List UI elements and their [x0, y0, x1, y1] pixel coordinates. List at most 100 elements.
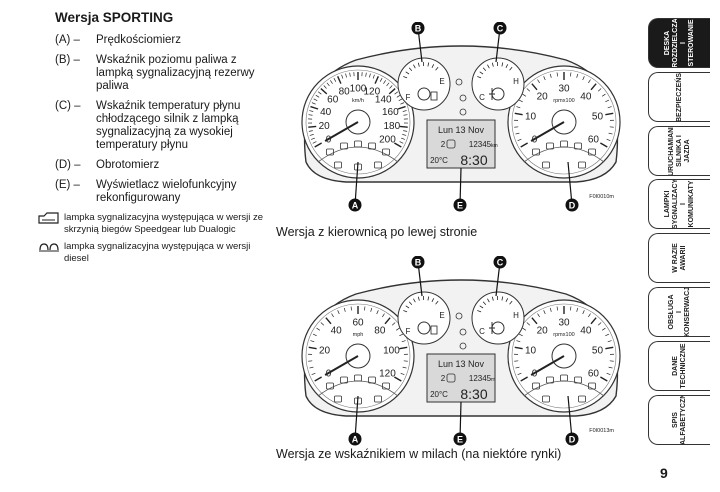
tachometer-tick	[607, 106, 612, 109]
temp-tick	[491, 296, 494, 301]
note-item: lampka sygnalizacyjna występująca w wers…	[38, 241, 268, 264]
figure-caption-miles: Wersja ze wskaźnikiem w milach (na niekt…	[276, 447, 562, 461]
legend-item: (E) –Wyświetlacz wielofunkcyjny rekonfig…	[38, 179, 268, 205]
temp-tick	[482, 67, 487, 71]
figure-code: F0I0010m	[589, 194, 614, 200]
tachometer-unit: rpmx100	[553, 332, 574, 338]
warning-lamp-icon	[574, 376, 582, 384]
speedometer-tick	[388, 88, 396, 95]
indicator-lamp-icon	[459, 328, 467, 336]
callout-letter: E	[457, 201, 463, 211]
speedometer-tick-label: 180	[383, 121, 400, 132]
tachometer-tick	[607, 340, 612, 343]
callout-letter: B	[415, 258, 422, 268]
chapter-tab[interactable]: DANE TECHNICZNE	[648, 340, 710, 391]
tachometer-tick	[601, 327, 606, 331]
chapter-tab[interactable]: OBSŁUGA I KONSERWACJA	[648, 286, 710, 337]
callout-marker	[453, 432, 467, 446]
speedometer-tick	[349, 72, 351, 77]
chapter-tab-label: DANE TECHNICZNE	[671, 343, 687, 389]
warning-lamp-icon	[326, 148, 334, 156]
tachometer-tick	[522, 93, 527, 97]
speedometer-tick-label: 80	[339, 86, 351, 97]
tachometer-tick	[531, 83, 538, 91]
speedometer-tick	[386, 82, 390, 87]
chapter-tab[interactable]: URUCHAMIANIE SILNIKA I JAZDA	[648, 125, 710, 176]
tachometer-tick	[606, 138, 611, 142]
figure-code: F0I0013m	[589, 428, 614, 434]
coolant-icon	[489, 322, 495, 334]
warning-lamp-icon	[532, 148, 540, 156]
note-item: lampka sygnalizacyjna występująca w wers…	[38, 212, 268, 235]
warning-lamp-icon	[532, 382, 540, 390]
speedometer-tick	[400, 372, 405, 376]
speedometer-tick	[330, 80, 333, 84]
dashboard-drawing: 020406080100120140160180200km/h010203040…	[301, 22, 621, 212]
fuel-tick	[405, 71, 410, 75]
tachometer-tick-label: 40	[580, 325, 592, 336]
speedometer-tick	[311, 372, 316, 376]
speedometer-tick-label: 120	[363, 86, 380, 97]
tachometer-inner-rim	[511, 303, 617, 409]
dashboard-figure-miles: 020406080100120mph0102030405060rpmx100FE…	[296, 256, 626, 446]
speedometer-tick	[331, 313, 334, 318]
temp-tick	[482, 301, 487, 305]
warning-lamp-icon	[374, 395, 382, 403]
speedometer-tick-label: 60	[352, 318, 364, 329]
legend-key: (C) –	[55, 100, 81, 112]
chapter-tab-label: SPIS ALFABETYCZNY	[671, 394, 687, 445]
speedometer-unit: km/h	[352, 98, 364, 104]
speedometer-tick	[326, 82, 330, 87]
legend-key: (E) –	[55, 179, 80, 191]
chapter-tab[interactable]: W RAZIE AWARII	[648, 233, 710, 284]
callout-letter: A	[352, 201, 359, 211]
display-odometer: 12345	[469, 374, 492, 383]
speedometer-tick	[399, 141, 404, 144]
warning-lamp-icon	[368, 142, 376, 150]
speedometer-tick	[337, 310, 340, 315]
tachometer-tick	[516, 106, 521, 109]
fuel-tick	[408, 67, 413, 71]
speedometer-tick	[311, 102, 316, 105]
chapter-tab[interactable]: DESKA ROZDZIELCZA I STEROWANIE	[648, 18, 710, 68]
tachometer-tick	[515, 366, 520, 369]
speedometer-unit: mph	[353, 332, 364, 338]
temp-tick	[491, 62, 494, 67]
speedometer-tick	[365, 72, 367, 77]
speedometer-tick	[311, 137, 316, 140]
speedometer-inner-rim	[305, 303, 411, 409]
multifunction-display	[426, 353, 496, 403]
temperature-gauge	[471, 291, 525, 345]
callout-letter: D	[569, 201, 576, 211]
speedometer-tick	[364, 306, 366, 311]
fuel-full-label: F	[406, 327, 411, 336]
tachometer-tick	[597, 88, 602, 92]
callout-marker	[348, 198, 362, 212]
speedometer-tick	[310, 340, 315, 343]
speedometer-tick	[308, 125, 317, 128]
display-gear-icon	[446, 139, 456, 149]
display-outside-temp: 20°C	[430, 156, 448, 165]
tachometer-tick	[600, 142, 608, 148]
speedometer-tick	[383, 80, 386, 84]
speedometer-tick	[399, 346, 408, 350]
speedometer-tick	[399, 125, 408, 128]
chapter-tab[interactable]: LAMPKI SYGNALIZACYJNE I KOMUNIKATY	[648, 179, 710, 230]
indicator-lamp-icon	[455, 78, 463, 86]
speedometer-tick	[396, 94, 401, 98]
temp-cold-label: C	[479, 93, 485, 102]
tachometer-tick	[517, 372, 522, 376]
chapter-tab[interactable]: BEZPIECZEŃSTWO	[648, 71, 710, 122]
speedometer-tick	[394, 91, 399, 95]
fuel-tick	[408, 301, 413, 305]
tachometer-tick	[543, 76, 546, 81]
tachometer-tick	[556, 306, 558, 311]
speedometer-tick	[309, 366, 314, 369]
callout-letter: C	[497, 258, 504, 268]
speedometer-tick	[314, 376, 322, 382]
speedometer-tick	[308, 346, 317, 350]
fuel-pump-icon	[430, 91, 438, 101]
chapter-tab[interactable]: SPIS ALFABETYCZNY	[648, 394, 710, 445]
tachometer-tick	[600, 376, 608, 382]
callout-marker	[565, 432, 579, 446]
